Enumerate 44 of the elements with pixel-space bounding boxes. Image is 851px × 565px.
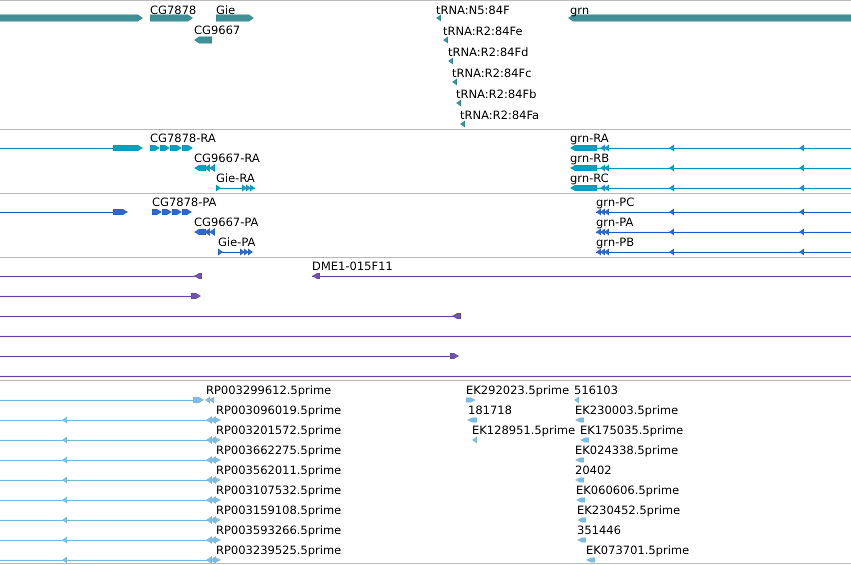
feature-label: EK230003.5prime — [575, 403, 678, 417]
feature-label: CG9667-PA — [194, 215, 258, 229]
feature-label: RP003201572.5prime — [216, 423, 342, 437]
feature-label: RP003107532.5prime — [216, 483, 342, 497]
feature-label: grn-PC — [596, 195, 634, 209]
feature-label: EK292023.5prime — [466, 383, 570, 397]
feature-label: RP003159108.5prime — [216, 503, 342, 517]
feature-label: grn-RA — [570, 131, 609, 145]
feature-label: DME1-015F11 — [312, 259, 393, 273]
feature-label: EK175035.5prime — [580, 423, 684, 437]
feature-label: Gie-PA — [218, 235, 256, 249]
feature-label: 516103 — [574, 383, 618, 397]
feature-label: tRNA:N5:84F — [436, 3, 510, 17]
feature-label: 181718 — [468, 403, 512, 417]
feature-label: EK060606.5prime — [576, 483, 680, 497]
feature-label: tRNA:R2:84Fc — [452, 66, 532, 80]
feature-label: EK128951.5prime — [472, 423, 576, 437]
feature-label: RP003562011.5prime — [216, 463, 342, 477]
feature-label: CG7878-PA — [152, 195, 216, 209]
feature-label: RP003299612.5prime — [206, 383, 332, 397]
feature-label: grn — [570, 3, 590, 17]
feature-label: tRNA:R2:84Fb — [456, 87, 536, 101]
feature-label: grn-PA — [596, 215, 634, 229]
feature-label: RP003662275.5prime — [216, 443, 342, 457]
feature-label: tRNA:R2:84Fd — [448, 45, 528, 59]
feature-label: CG9667 — [194, 23, 240, 37]
feature-label: grn-RC — [570, 171, 609, 185]
feature-label: tRNA:R2:84Fa — [460, 108, 540, 122]
feature-label: EK230452.5prime — [577, 503, 680, 517]
feature-label: Gie-RA — [216, 171, 255, 185]
feature-label: RP003096019.5prime — [216, 403, 342, 417]
feature-label: grn-PB — [596, 235, 634, 249]
feature-label: CG9667-RA — [194, 151, 260, 165]
feature-label: 351446 — [577, 523, 621, 537]
feature-label: EK024338.5prime — [575, 443, 678, 457]
feature-label: grn-RB — [570, 151, 610, 165]
feature-label: Gie — [216, 3, 236, 17]
feature-label: tRNA:R2:84Fe — [443, 24, 523, 38]
feature-label: RP003239525.5prime — [216, 543, 342, 557]
feature-label: RP003593266.5prime — [216, 523, 342, 537]
feature-label: EK073701.5prime — [586, 543, 690, 557]
feature-label: CG7878-RA — [150, 131, 216, 145]
feature-label: CG7878 — [150, 3, 196, 17]
feature-label: 20402 — [575, 463, 612, 477]
